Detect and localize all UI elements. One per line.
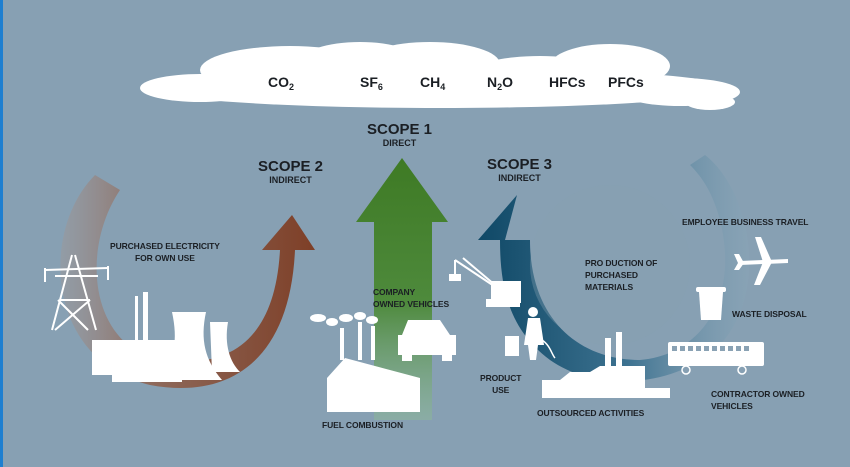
power-plant-icon (92, 292, 240, 382)
waste-bin-icon (696, 287, 726, 320)
gas-pfcs: PFCs (608, 74, 644, 90)
scope1-heading: SCOPE 1 DIRECT (367, 121, 433, 149)
scope2-heading: SCOPE 2 INDIRECT (258, 158, 324, 186)
label-contractor-vehicles: CONTRACTOR OWNED VEHICLES (711, 389, 805, 411)
label-outsourced-activities: OUTSOURCED ACTIVITIES (537, 408, 645, 418)
outsourced-factory-icon (542, 332, 670, 398)
gas-n2o: N2O (487, 74, 514, 92)
gas-ch4: CH4 (420, 74, 446, 92)
gas-sf6: SF6 (360, 74, 383, 92)
scope2-arrow (60, 175, 316, 389)
crane-icon (449, 257, 521, 307)
airplane-icon (734, 237, 788, 285)
gas-hfcs: HFCs (549, 74, 586, 90)
label-company-vehicles: COMPANY OWNED VEHICLES (373, 287, 450, 309)
transmission-tower-icon (44, 254, 109, 331)
emissions-cloud (140, 42, 740, 110)
product-use-icon (505, 307, 556, 360)
label-production-materials: PRO DUCTION OF PURCHASED MATERIALS (585, 258, 658, 292)
scope3-arrow (478, 155, 750, 382)
label-product-use: PRODUCT USE (480, 373, 522, 395)
left-edge-border (0, 0, 3, 467)
factory-icon (310, 312, 420, 412)
gas-co2: CO2 (268, 74, 295, 92)
label-purchased-electricity: PURCHASED ELECTRICITY FOR OWN USE (110, 241, 220, 263)
label-employee-travel: EMPLOYEE BUSINESS TRAVEL (682, 217, 809, 227)
car-icon (398, 320, 456, 361)
label-fuel-combustion: FUEL COMBUSTION (322, 420, 403, 430)
label-waste-disposal: WASTE DISPOSAL (732, 309, 807, 319)
scope3-heading: SCOPE 3 INDIRECT (487, 156, 553, 184)
bus-icon (668, 342, 764, 375)
